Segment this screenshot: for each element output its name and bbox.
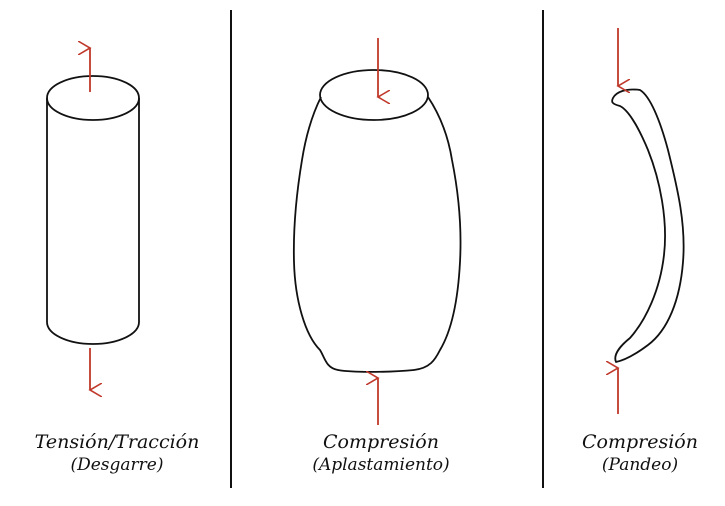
caption-crush-subtitle: (Aplastamiento) <box>312 455 450 475</box>
caption-buckling-title: Compresión <box>582 431 698 453</box>
caption-tension-title: Tensión/Tracción <box>34 431 200 453</box>
crushed-top-ellipse <box>319 69 429 121</box>
crushed-body-outline <box>292 96 462 373</box>
caption-tension: Tensión/Tracción (Desgarre) <box>12 430 222 476</box>
caption-tension-subtitle: (Desgarre) <box>70 455 164 475</box>
caption-crush-title: Compresión <box>323 431 439 453</box>
cylinder-bottom-arc <box>46 321 140 345</box>
crushed-cylinder <box>292 69 462 373</box>
tension-cylinder <box>46 75 140 345</box>
buckled-column <box>611 88 685 363</box>
buckled-column-outline <box>611 88 685 363</box>
cylinder-top-ellipse <box>46 75 140 121</box>
caption-buckling: Compresión (Pandeo) <box>560 430 720 476</box>
caption-crush: Compresión (Aplastamiento) <box>276 430 486 476</box>
caption-buckling-subtitle: (Pandeo) <box>601 455 679 475</box>
